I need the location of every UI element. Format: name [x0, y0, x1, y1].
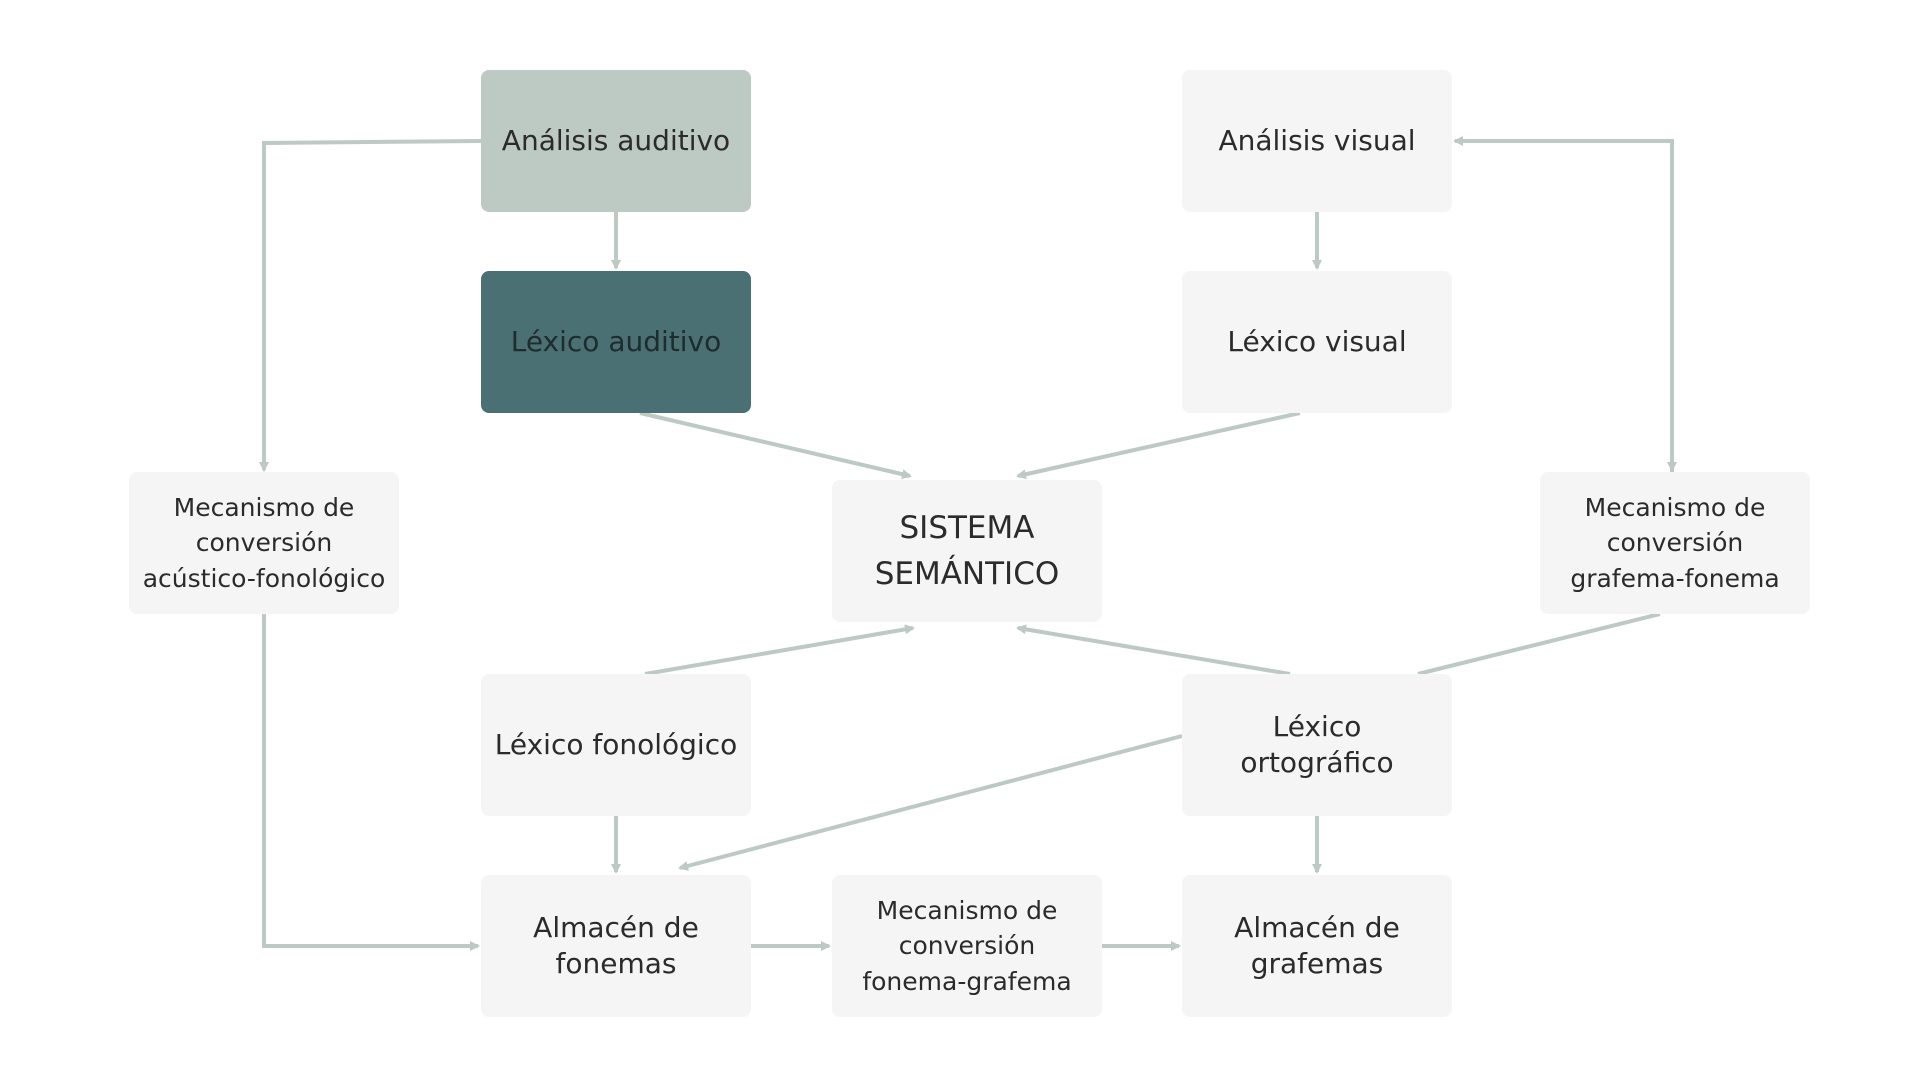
- node-label: Léxico visual: [1227, 324, 1407, 358]
- edge-lexico-orto-to-almacen-fonemas: [678, 734, 1183, 871]
- node-label-line: acústico-fonológico: [142, 563, 386, 593]
- node-lexico-fonologico: Léxico fonológico: [481, 674, 751, 816]
- node-label-line: Mecanismo de: [1584, 492, 1766, 522]
- edge-mec-grafema-to-lexico-orto: [1417, 612, 1661, 676]
- node-mecanismo-fonema-grafema: Mecanismo de conversión fonema-grafema: [832, 875, 1102, 1017]
- node-lexico-visual: Léxico visual: [1182, 271, 1452, 413]
- node-label-line: fonemas: [555, 947, 677, 980]
- edge-lexico-orto-to-sistema: [1016, 624, 1291, 676]
- node-label: Análisis auditivo: [501, 123, 731, 157]
- node-label: Léxico ortográfico: [1240, 709, 1394, 779]
- node-label: Léxico fonológico: [494, 727, 738, 761]
- node-label-line: conversión: [898, 931, 1036, 961]
- node-sistema-semantico: SISTEMA SEMÁNTICO: [832, 480, 1102, 622]
- edge-analisis-auditivo-to-mec-acustico: [259, 139, 482, 472]
- node-almacen-grafemas: Almacén de grafemas: [1182, 875, 1452, 1017]
- node-label-line: grafema-fonema: [1570, 563, 1780, 593]
- node-mecanismo-grafema-fonema: Mecanismo de conversión grafema-fonema: [1540, 472, 1810, 614]
- node-label-line: Almacén de: [1234, 910, 1400, 944]
- node-label-line: conversión: [1606, 528, 1744, 558]
- edge-mec-acustico-to-almacen-fonemas: [262, 614, 480, 951]
- edge-lexico-fono-to-sistema: [644, 624, 915, 676]
- node-label-line: grafemas: [1250, 947, 1384, 980]
- edge-mec-grafema-to-analisis-visual: [1453, 136, 1674, 472]
- node-almacen-fonemas: Almacén de fonemas: [481, 875, 751, 1017]
- node-label-line: Mecanismo de: [173, 492, 355, 522]
- edge-lexico-auditivo-to-sistema: [639, 411, 912, 480]
- node-label-line: SEMÁNTICO: [874, 556, 1060, 592]
- node-label-line: fonema-grafema: [862, 966, 1072, 996]
- node-label-line: Almacén de: [533, 910, 699, 944]
- node-lexico-auditivo: Léxico auditivo: [481, 271, 751, 413]
- node-label: Análisis visual: [1218, 123, 1416, 157]
- node-lexico-ortografico: Léxico ortográfico: [1182, 674, 1452, 816]
- node-label-line: conversión: [195, 528, 333, 558]
- node-mecanismo-acustico-fonologico: Mecanismo de conversión acústico-fonológ…: [129, 472, 399, 614]
- node-analisis-auditivo: Análisis auditivo: [481, 70, 751, 212]
- node-label-line: SISTEMA: [899, 509, 1035, 546]
- edge-lexico-visual-to-sistema: [1016, 411, 1301, 480]
- node-label: Léxico auditivo: [510, 324, 722, 358]
- node-label-line: Mecanismo de: [876, 895, 1058, 925]
- node-analisis-visual: Análisis visual: [1182, 70, 1452, 212]
